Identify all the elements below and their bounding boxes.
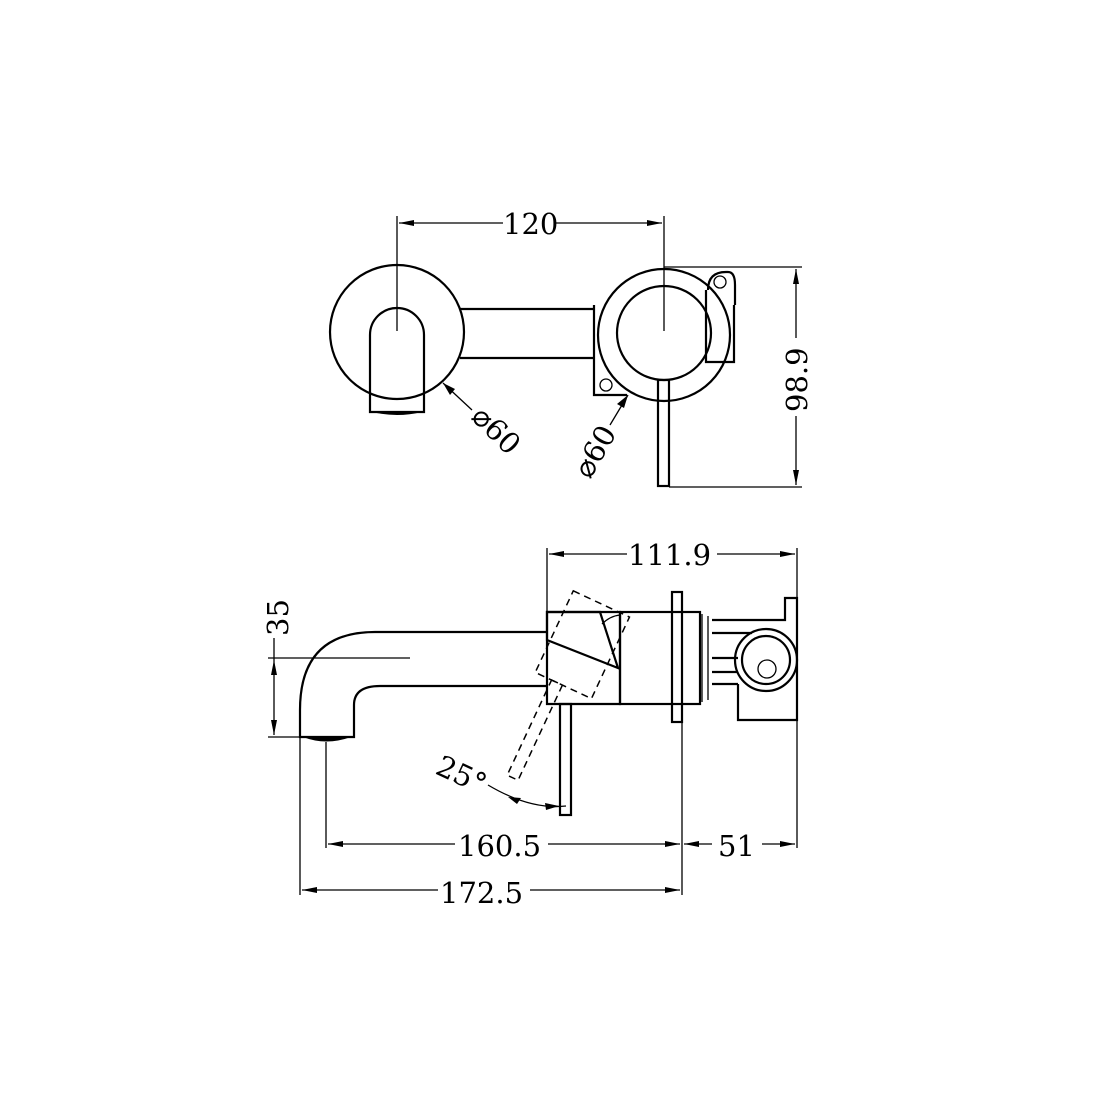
front-view: 120 ⌀60 ⌀60 98.9 — [328, 207, 814, 488]
dim-mixer-plate-diameter-label: ⌀60 — [567, 419, 624, 483]
spout-side — [298, 630, 547, 739]
dim-wall-depth-label: 51 — [718, 829, 755, 863]
side-view: 25° 111.9 35 160.5 51 — [261, 538, 799, 910]
mixer-lever — [656, 378, 671, 488]
dim-spout-projection-label: 160.5 — [458, 829, 541, 863]
dim-spout-plate-diameter-label: ⌀60 — [465, 399, 527, 461]
dim-total-projection-label: 172.5 — [440, 876, 523, 910]
spout-outlet-aerator — [372, 412, 422, 415]
dim-body-depth-label: 111.9 — [628, 538, 711, 572]
mixer-body — [545, 610, 622, 706]
spout-front — [368, 306, 426, 414]
mixer-body-bracket — [592, 305, 627, 397]
dim-spout-drop-label: 35 — [261, 599, 295, 636]
wall-flange — [670, 590, 684, 724]
dim-height-label: 98.9 — [780, 347, 814, 412]
side-lever — [558, 702, 573, 817]
dim-spacing-label: 120 — [503, 207, 558, 241]
dim-lever-angle-label: 25° — [431, 749, 492, 802]
